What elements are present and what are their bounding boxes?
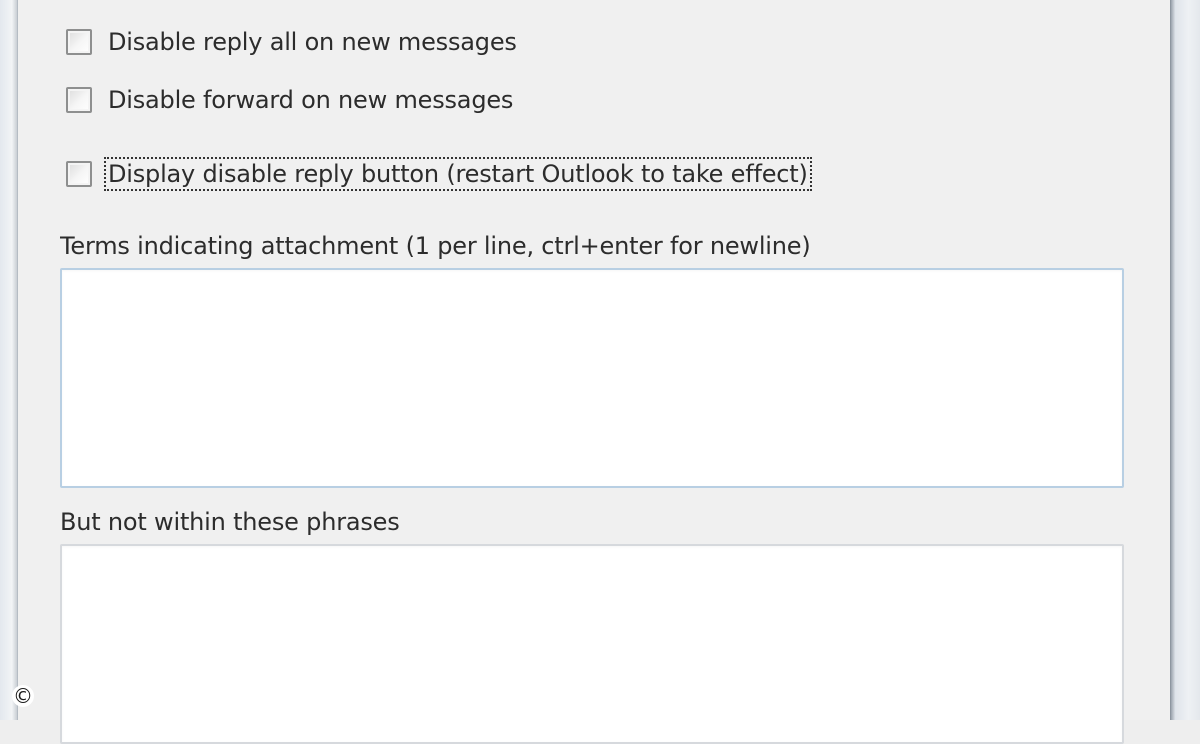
disable-forward-option[interactable]: Disable forward on new messages	[66, 83, 515, 117]
window-frame-right	[1170, 0, 1200, 720]
disable-forward-checkbox[interactable]	[66, 87, 92, 113]
disable-reply-all-label: Disable reply all on new messages	[108, 28, 517, 56]
exclusions-label-container: But not within these phrases	[60, 508, 400, 542]
window-frame-left	[0, 0, 18, 720]
display-disable-reply-button-checkbox[interactable]	[66, 161, 92, 187]
disable-reply-all-checkbox[interactable]	[66, 29, 92, 55]
attachment-terms-label-container: Terms indicating attachment (1 per line,…	[60, 232, 811, 266]
disable-forward-label: Disable forward on new messages	[108, 86, 514, 114]
display-disable-reply-button-label: Display disable reply button (restart Ou…	[104, 157, 812, 191]
attachment-terms-textarea[interactable]	[60, 268, 1124, 488]
display-disable-reply-button-option[interactable]: Display disable reply button (restart Ou…	[66, 157, 812, 191]
exclusions-label: But not within these phrases	[60, 508, 400, 536]
copyright-watermark: ©	[12, 684, 34, 708]
disable-reply-all-option[interactable]: Disable reply all on new messages	[66, 25, 519, 59]
attachment-terms-label: Terms indicating attachment (1 per line,…	[60, 232, 811, 260]
exclusions-textarea[interactable]	[60, 544, 1124, 744]
